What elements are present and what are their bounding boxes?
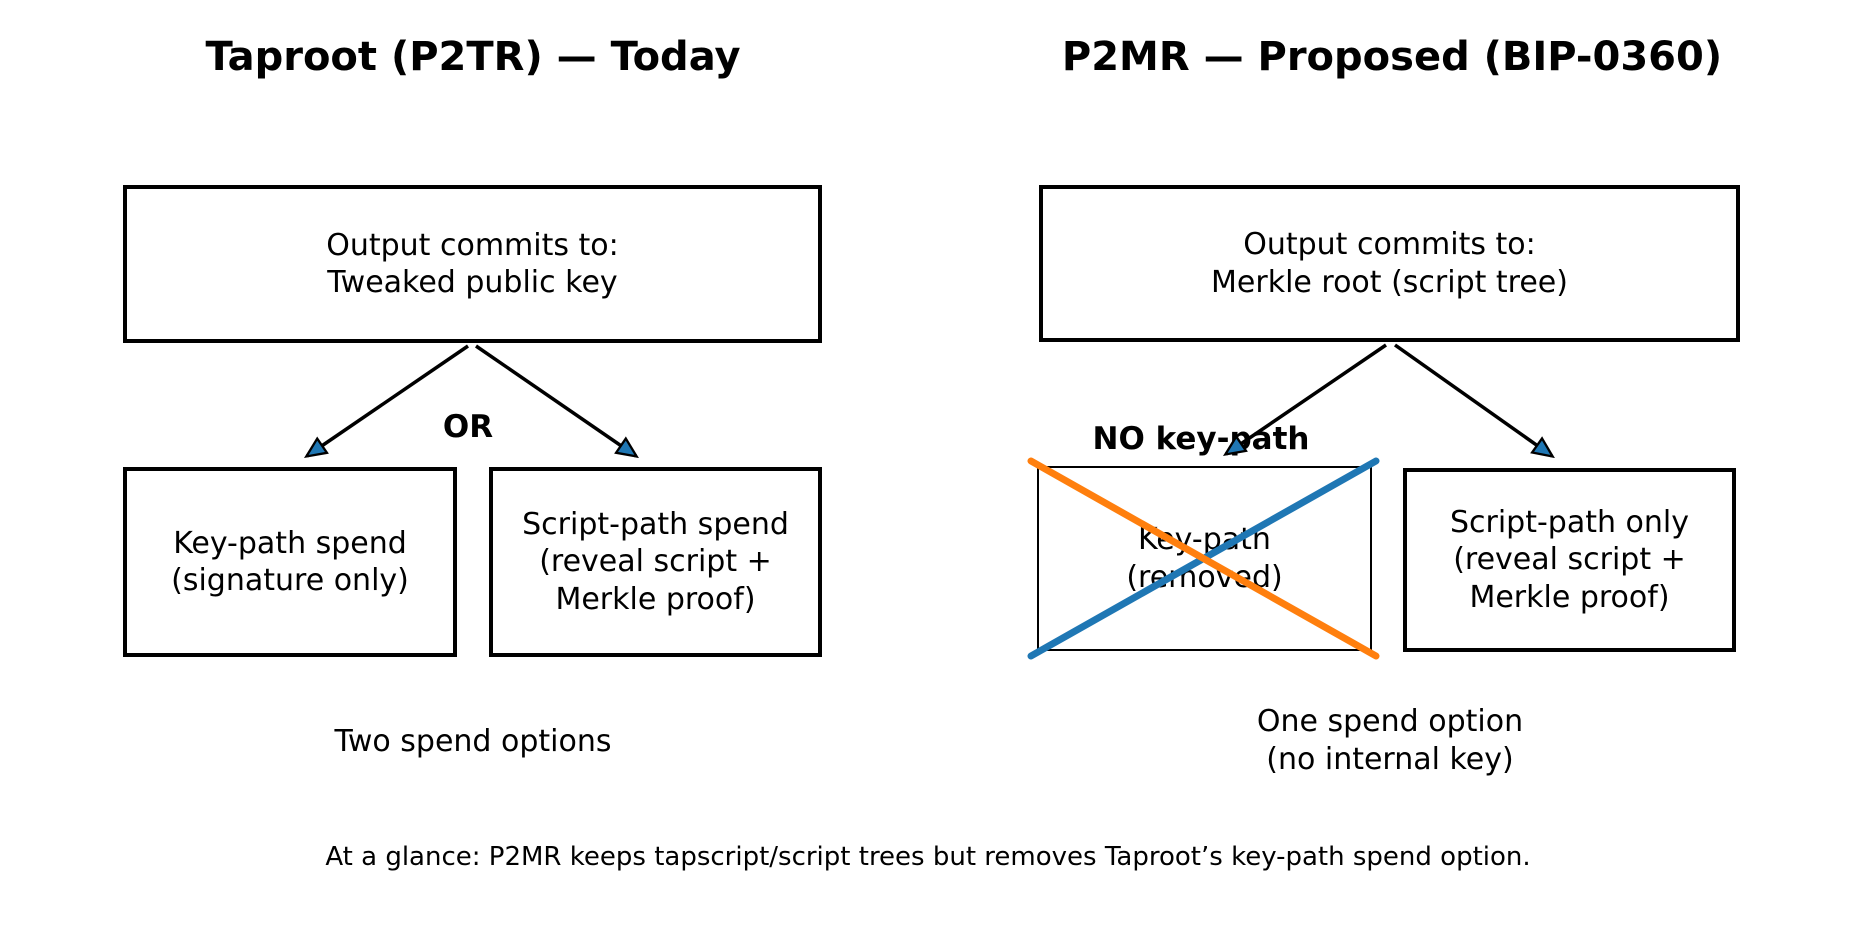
no-keypath-branch-label: NO key-path: [1092, 421, 1310, 457]
footer-summary: At a glance: P2MR keeps tapscript/script…: [325, 842, 1531, 872]
keypath-removed-box: Key-path (removed): [1037, 466, 1372, 651]
keypath-spend-box-text: Key-path spend (signature only): [171, 525, 409, 599]
left-panel-caption: Two spend options: [334, 724, 612, 759]
left-branch-arrow-scriptpath: [475, 344, 636, 456]
keypath-spend-box: Key-path spend (signature only): [123, 467, 457, 657]
right-panel-title: P2MR — Proposed (BIP-0360): [1061, 34, 1723, 80]
scriptpath-spend-box: Script-path spend (reveal script + Merkl…: [489, 467, 822, 657]
scriptpath-only-box: Script-path only (reveal script + Merkle…: [1403, 468, 1736, 652]
left-root-box-text: Output commits to: Tweaked public key: [326, 227, 619, 301]
left-root-box: Output commits to: Tweaked public key: [123, 185, 822, 343]
scriptpath-spend-box-text: Script-path spend (reveal script + Merkl…: [522, 506, 789, 617]
right-branch-arrow-scriptpath: [1393, 343, 1552, 456]
left-panel-title: Taproot (P2TR) — Today: [205, 34, 741, 80]
scriptpath-only-box-text: Script-path only (reveal script + Merkle…: [1449, 504, 1690, 615]
right-panel-caption: One spend option (no internal key): [1256, 704, 1524, 777]
right-root-box-text: Output commits to: Merkle root (script t…: [1211, 227, 1568, 300]
right-root-box: Output commits to: Merkle root (script t…: [1039, 185, 1740, 342]
keypath-removed-box-text: Key-path (removed): [1126, 522, 1283, 595]
or-branch-label: OR: [442, 409, 494, 445]
